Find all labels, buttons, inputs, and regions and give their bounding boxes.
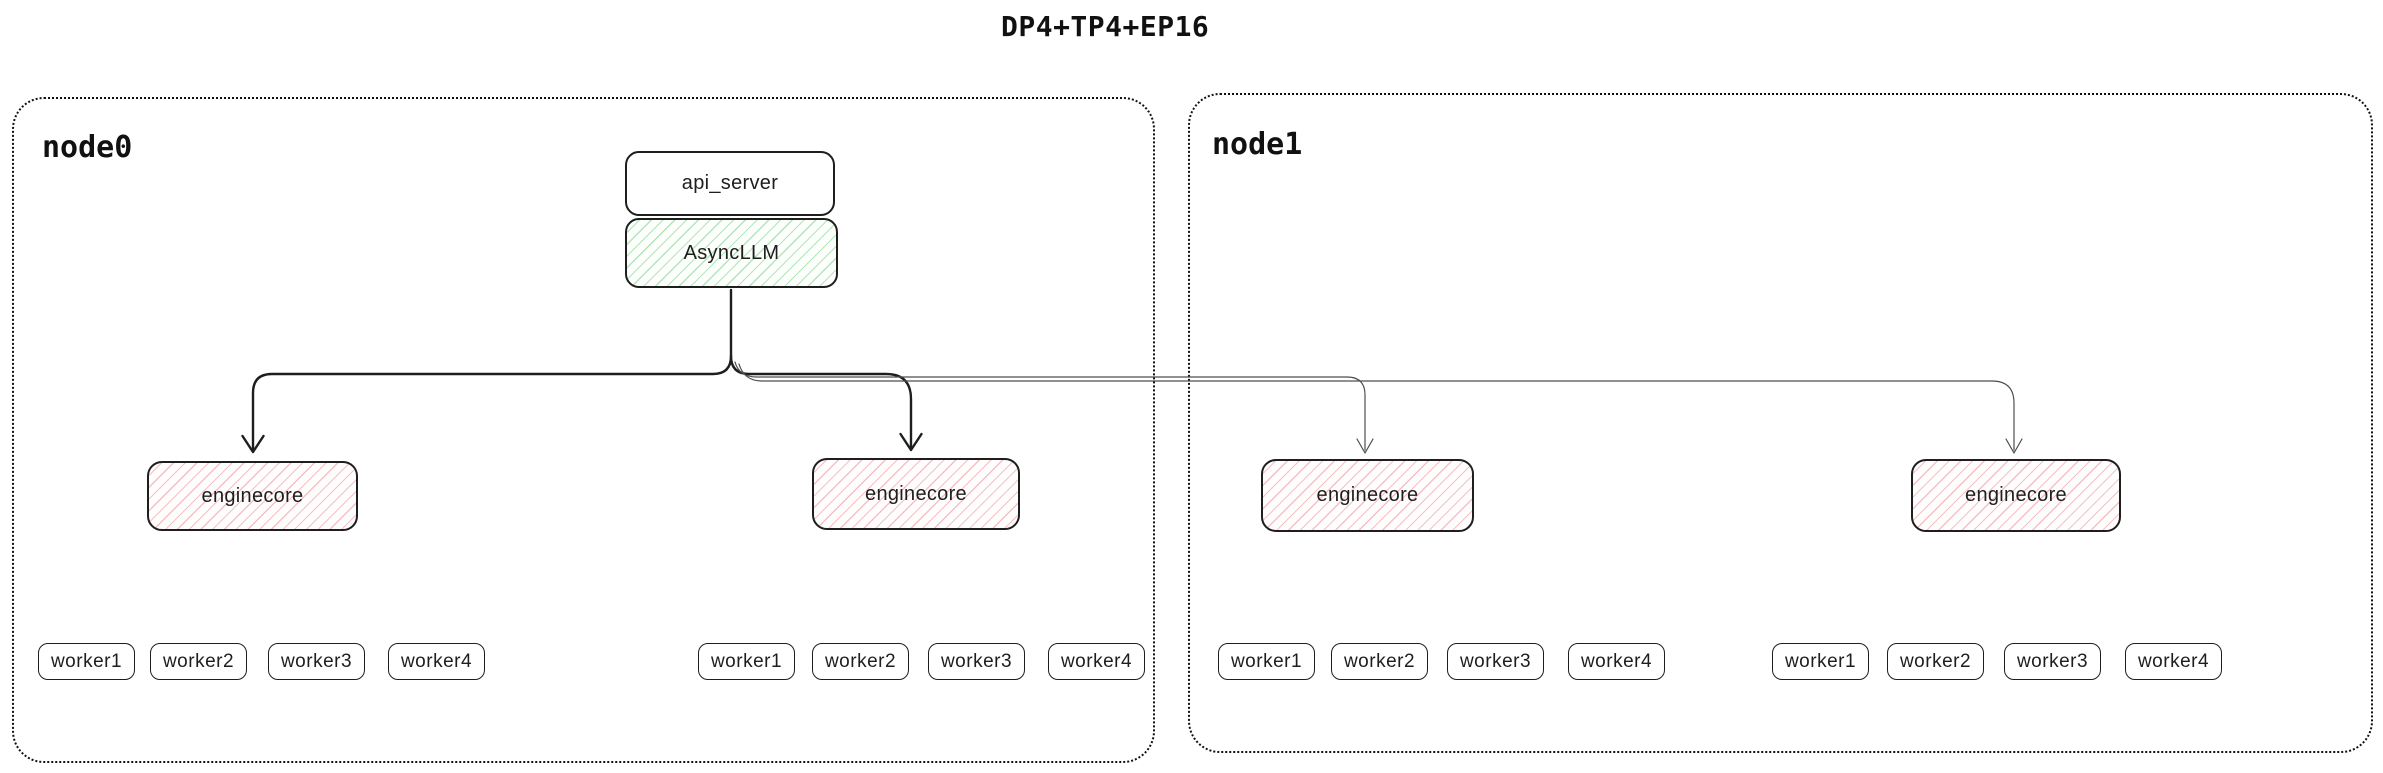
worker-box: worker1 [38, 643, 135, 680]
worker-box: worker4 [1048, 643, 1145, 680]
enginecore-box-node0-1: enginecore [147, 461, 358, 531]
diagram-title: DP4+TP4+EP16 [1001, 10, 1210, 43]
enginecore-box-node1-2: enginecore [1911, 459, 2121, 532]
worker-box: worker2 [1331, 643, 1428, 680]
api-server-box: api_server [625, 151, 835, 216]
worker-box: worker3 [268, 643, 365, 680]
worker-box: worker2 [1887, 643, 1984, 680]
worker-box: worker4 [2125, 643, 2222, 680]
asyncllm-box: AsyncLLM [625, 218, 838, 288]
worker-box: worker4 [388, 643, 485, 680]
node1-label: node1 [1212, 127, 1303, 162]
worker-box: worker3 [928, 643, 1025, 680]
enginecore-box-node1-1: enginecore [1261, 459, 1474, 532]
worker-box: worker2 [812, 643, 909, 680]
enginecore-box-node0-2: enginecore [812, 458, 1020, 530]
worker-box: worker3 [2004, 643, 2101, 680]
worker-box: worker1 [1218, 643, 1315, 680]
worker-box: worker3 [1447, 643, 1544, 680]
worker-box: worker1 [1772, 643, 1869, 680]
worker-box: worker4 [1568, 643, 1665, 680]
worker-box: worker2 [150, 643, 247, 680]
worker-box: worker1 [698, 643, 795, 680]
node0-label: node0 [42, 130, 133, 165]
